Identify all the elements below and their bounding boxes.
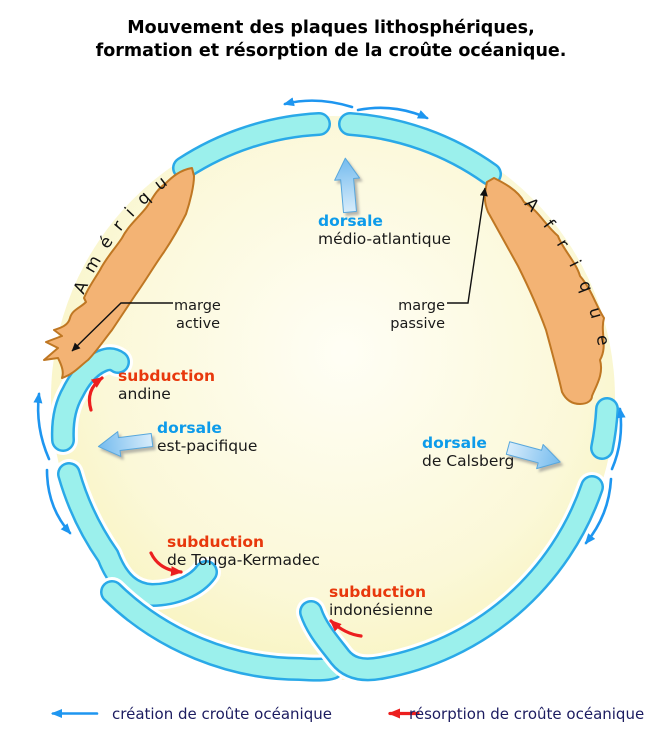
subduction-indonesian-name: indonésienne — [329, 601, 433, 619]
subduction-andine-arrow-icon — [87, 376, 104, 412]
margin-passive-line2: passive — [390, 316, 445, 332]
subduction-indonesian-term: subduction — [329, 583, 426, 601]
feature-labels: dorsale médio-atlantique subduction andi… — [118, 212, 514, 619]
subduction-tonga-term: subduction — [167, 533, 264, 551]
margin-active-leader-line — [71, 302, 173, 352]
ridge-calsberg-term: dorsale — [422, 434, 487, 452]
legend-resorption-label: résorption de croûte océanique — [409, 705, 644, 723]
continent-africa-shape — [483, 177, 605, 405]
motion-arrow-right-down-icon — [584, 477, 613, 545]
diagram-title-line2: formation et résorption de la croûte océ… — [96, 41, 567, 61]
motion-arrow-left-up-icon — [33, 392, 51, 461]
ridge-atlantic-name: médio-atlantique — [318, 230, 451, 248]
subduction-tonga-name: de Tonga-Kermadec — [167, 551, 320, 569]
diagram-title-line1: Mouvement des plaques lithosphériques, — [127, 18, 534, 38]
crust-band-africa-south — [602, 409, 607, 448]
subduction-arrows — [87, 376, 363, 638]
plate-motion-arrows — [33, 97, 626, 545]
motion-arrow-right-up-icon — [610, 407, 626, 471]
motion-arrow-left-down-icon — [45, 468, 72, 535]
ridge-east-pacific-name: est-pacifique — [157, 437, 257, 455]
margin-passive-leader-line — [447, 187, 488, 304]
motion-arrow-top-left-icon — [283, 97, 354, 109]
subduction-tonga-arrow-icon — [149, 551, 183, 577]
legend-creation-label: création de croûte océanique — [112, 705, 332, 723]
margin-passive-line1: marge — [398, 298, 445, 314]
ridge-atlantic-term: dorsale — [318, 212, 383, 230]
legend: création de croûte océanique résorption … — [51, 705, 644, 723]
subduction-andine-name: andine — [118, 385, 171, 403]
margin-active-line1: marge — [174, 298, 221, 314]
ridge-east-pacific-term: dorsale — [157, 419, 222, 437]
motion-arrow-top-right-icon — [356, 106, 429, 120]
subduction-andine-term: subduction — [118, 367, 215, 385]
earth-interior — [51, 116, 615, 680]
margin-active-line2: active — [176, 316, 220, 332]
subduction-indonesian-arrow-icon — [329, 619, 363, 638]
continent-america-shape — [43, 167, 195, 379]
ridge-calsberg-name: de Calsberg — [422, 452, 514, 470]
